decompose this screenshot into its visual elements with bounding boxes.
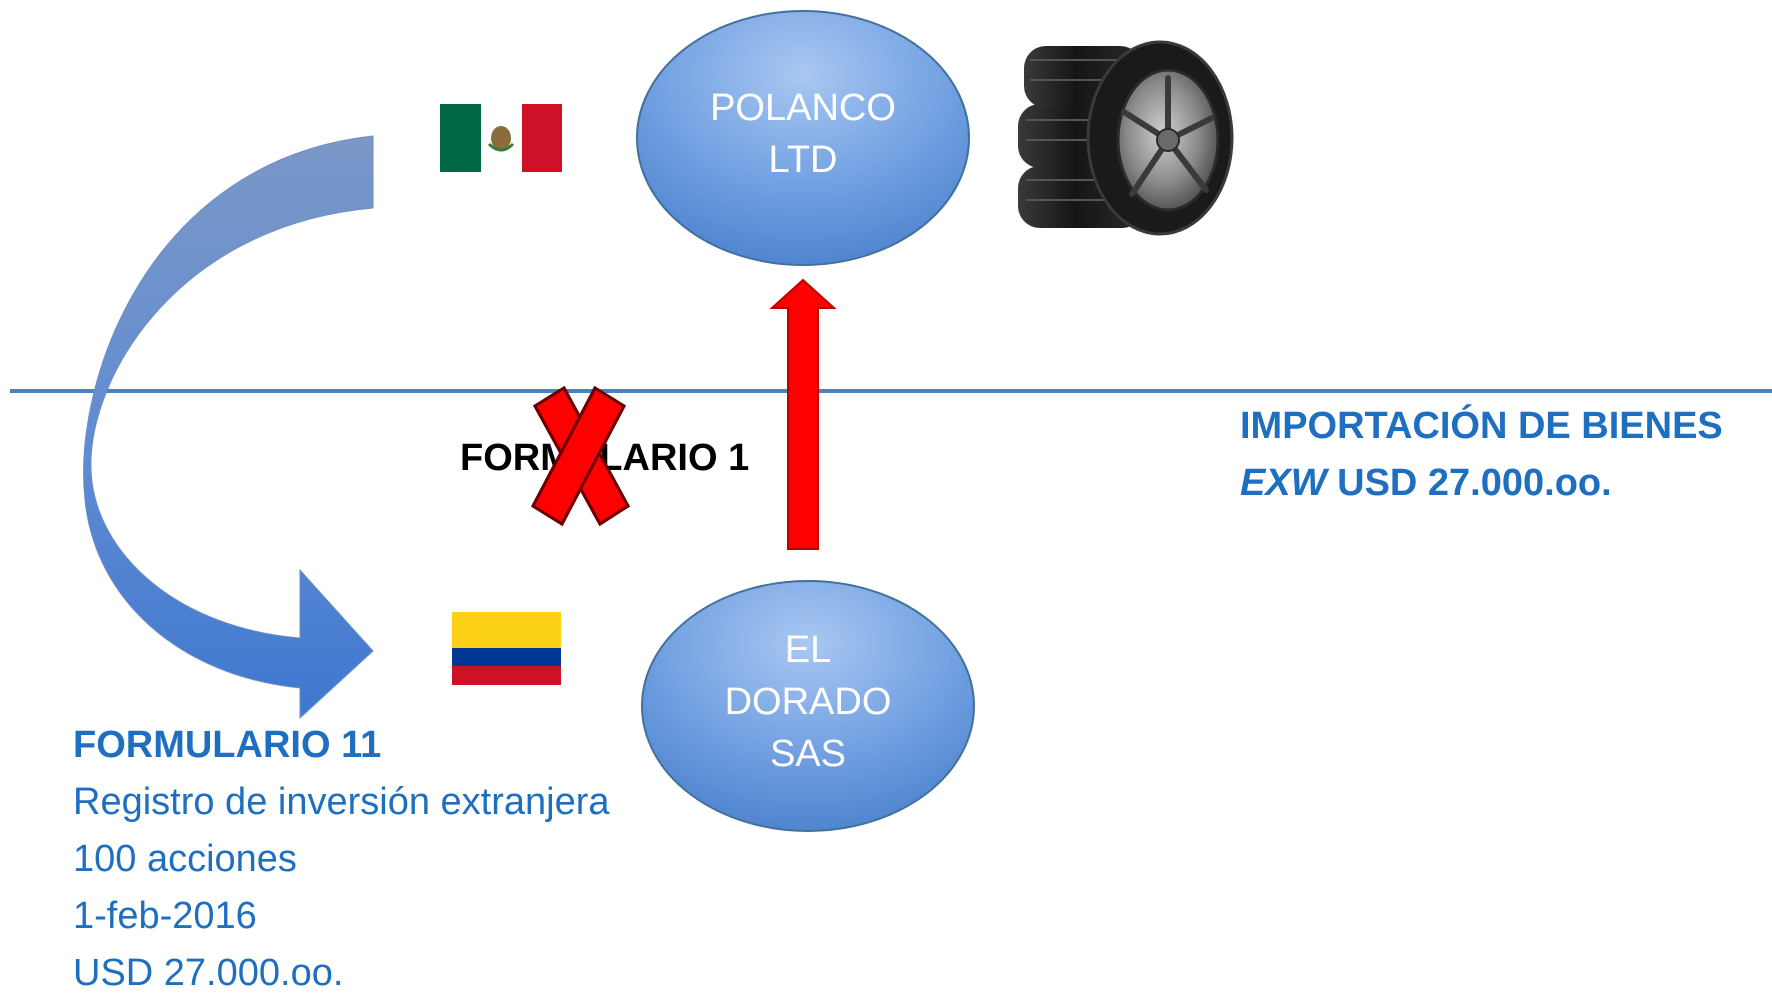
- el-dorado-line2: DORADO: [724, 681, 892, 723]
- formulario-11-line-3: 1-feb-2016: [73, 895, 257, 937]
- formulario-1-label: FORMULARIO 1: [460, 437, 750, 479]
- investment-curved-arrow: [83, 135, 374, 720]
- importacion-amount: USD 27.000.oo.: [1337, 462, 1612, 504]
- el-dorado-line3: SAS: [769, 733, 847, 775]
- transfer-arrow: [769, 278, 837, 550]
- formulario-11-line-1: Registro de inversión extranjera: [73, 781, 610, 823]
- el-dorado-node-label: EL DORADO SAS: [688, 624, 928, 780]
- el-dorado-node: [641, 580, 975, 832]
- formulario-11-line-2: 100 acciones: [73, 838, 297, 880]
- formulario-11-title: FORMULARIO 11: [73, 724, 382, 766]
- polanco-node: [636, 10, 970, 266]
- importacion-subtitle: EXW USD 27.000.oo.: [1240, 462, 1612, 505]
- polanco-line1: POLANCO: [710, 87, 896, 129]
- importacion-term: EXW: [1240, 462, 1327, 504]
- colombia-flag-icon: [452, 612, 561, 685]
- el-dorado-line1: EL: [784, 629, 832, 671]
- polanco-node-label: POLANCO LTD: [683, 82, 923, 186]
- tires-icon: [1018, 40, 1234, 236]
- importacion-title: IMPORTACIÓN DE BIENES: [1240, 405, 1723, 447]
- mexico-flag-icon: [440, 104, 562, 172]
- polanco-line2: LTD: [768, 139, 838, 181]
- formulario-11-line-4: USD 27.000.oo.: [73, 952, 344, 994]
